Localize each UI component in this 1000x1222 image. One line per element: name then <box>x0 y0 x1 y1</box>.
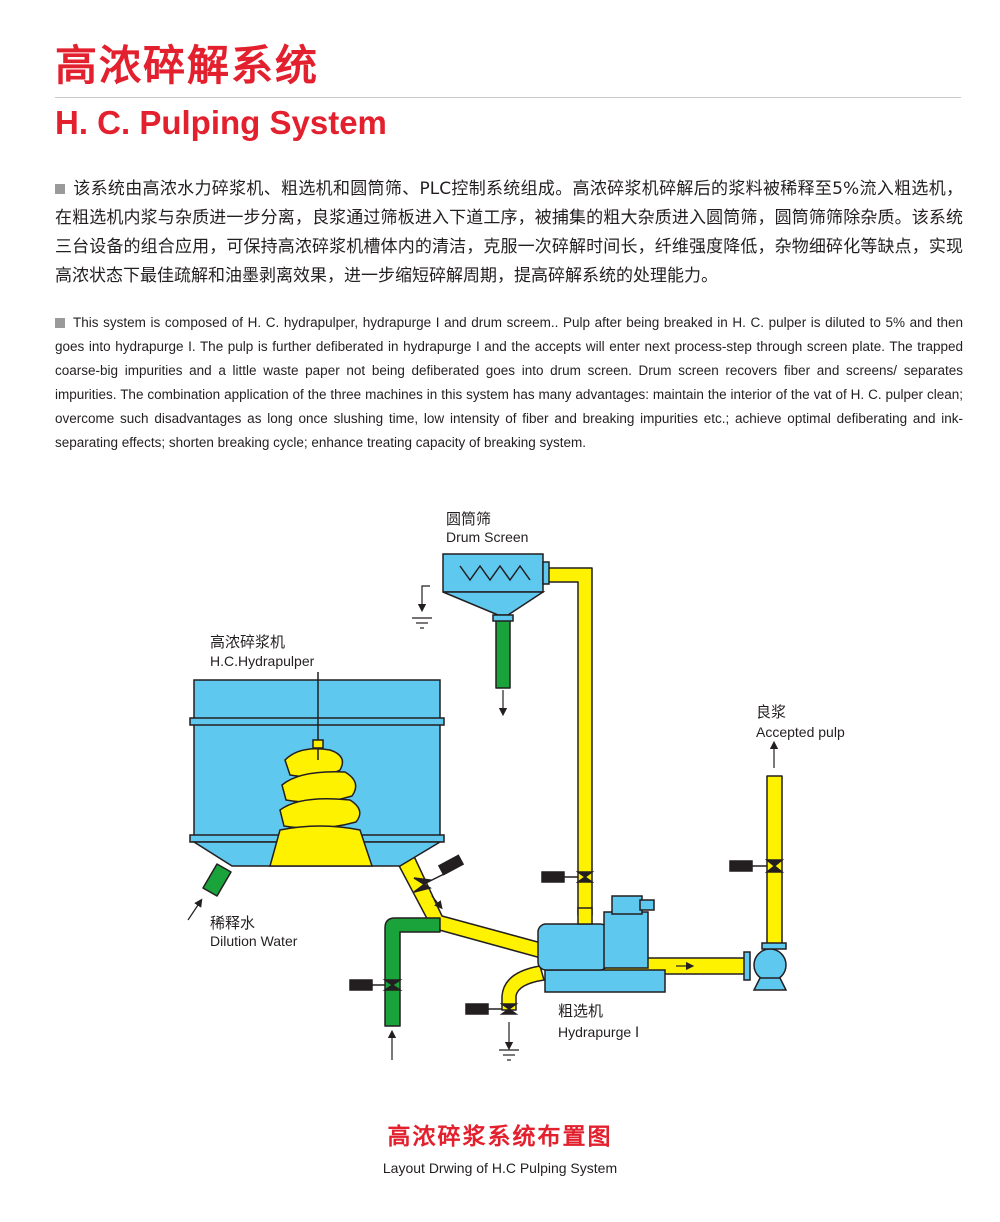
drain-symbols <box>412 617 519 1061</box>
valve-water <box>349 979 403 991</box>
diagram-caption-cn: 高浓碎浆系统布置图 <box>387 1124 613 1150</box>
drum-feed-pipe <box>547 567 593 916</box>
description-en: This system is composed of H. C. hydrapu… <box>55 311 963 455</box>
valve-accepted <box>729 859 785 873</box>
pulper-outlet-pipe <box>395 851 546 959</box>
drum-reject-pipe <box>495 619 511 689</box>
hydrapurge <box>537 895 666 993</box>
drum-screen <box>442 553 550 622</box>
title-divider <box>55 97 961 98</box>
hydrapulper-label-cn: 高浓碎浆机 <box>210 633 285 651</box>
hydrapurge-label-en: Hydrapurge Ⅰ <box>558 1024 639 1040</box>
drum-screen-label-cn: 圆筒筛 <box>446 510 491 528</box>
drum-screen-label-en: Drum Screen <box>446 529 528 545</box>
pulping-system-diagram: 圆筒筛 Drum Screen 高浓碎浆机 H.C.Hydrapulper 良浆… <box>187 510 845 1061</box>
hydrapulper-label-en: H.C.Hydrapulper <box>210 653 315 669</box>
bullet-square-icon <box>55 318 65 328</box>
hydrapulper <box>189 672 445 867</box>
valves <box>349 854 785 1015</box>
valve-drum-feed <box>541 871 595 883</box>
description-cn: 该系统由高浓水力碎浆机、粗选机和圆筒筛、PLC控制系统组成。高浓碎浆机碎解后的浆… <box>55 175 963 291</box>
page-title-en: H. C. Pulping System <box>55 104 387 141</box>
description-en-text: This system is composed of H. C. hydrapu… <box>55 315 963 450</box>
accepted-pulp-label-cn: 良浆 <box>756 703 786 721</box>
page-title-cn: 高浓碎解系统 <box>55 41 320 90</box>
purge-water-pipe <box>384 917 441 1027</box>
valve-pulper-outlet <box>413 854 465 893</box>
accepted-pulp-label-en: Accepted pulp <box>756 724 845 740</box>
accepts-pump <box>743 942 788 991</box>
dilution-water-label-cn: 稀释水 <box>210 914 255 932</box>
bullet-square-icon <box>55 184 65 194</box>
valve-reject <box>465 1003 519 1015</box>
description-cn-text: 该系统由高浓水力碎浆机、粗选机和圆筒筛、PLC控制系统组成。高浓碎浆机碎解后的浆… <box>55 179 963 286</box>
dilution-water-pipe <box>202 863 232 897</box>
flow-arrows <box>187 585 779 1060</box>
hydrapurge-label-cn: 粗选机 <box>558 1002 603 1020</box>
dilution-water-label-en: Dilution Water <box>210 933 298 949</box>
rotor <box>269 748 374 867</box>
purge-reject-pipe <box>501 965 545 1011</box>
diagram-caption-en: Layout Drwing of H.C Pulping System <box>382 1160 618 1176</box>
